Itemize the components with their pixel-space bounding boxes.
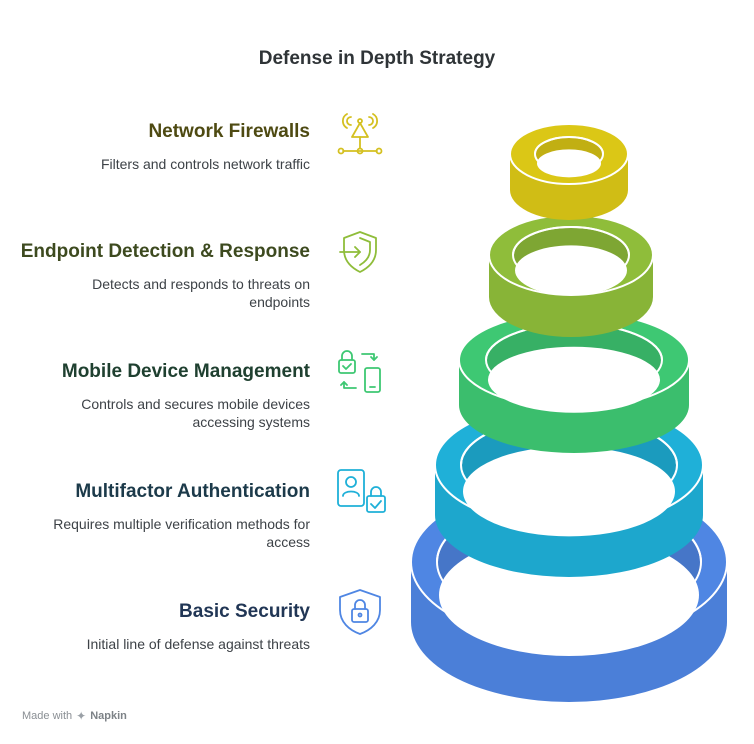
diagram-title: Defense in Depth Strategy [258,48,496,69]
ring-hole-inner [488,346,660,413]
layer-description: Filters and controls network traffic [100,156,310,172]
layer-title: Basic Security [179,601,310,622]
layer-mobile-device-management: Mobile Device Management Controls and se… [0,360,310,431]
made-with-label: Made with [22,710,73,722]
layer-title: Network Firewalls [148,121,310,142]
ring-side [435,465,703,577]
layer-description: Detects and responds to threats on endpo… [92,276,310,310]
layer-description: Controls and secures mobile devices acce… [81,396,310,430]
defense-ring-tower [410,123,728,702]
layer-description: Requires multiple verification methods f… [53,516,310,550]
layer-title: Endpoint Detection & Response [20,241,310,262]
layer-title: Multifactor Authentication [75,481,310,502]
ring-hole-inner [515,245,627,296]
layer-network-firewalls: Network Firewalls Filters and controls n… [0,120,310,173]
layer-basic-security: Basic Security Initial line of defense a… [0,600,310,653]
footer: Made with ✦ Napkin [22,709,127,723]
ring-3 [458,311,690,453]
ring-1 [509,123,629,220]
ring-side [459,360,689,453]
ring-2 [488,214,654,337]
layer-endpoint-detection: Endpoint Detection & Response Detects an… [0,240,310,311]
layer-title: Mobile Device Management [61,361,310,382]
ring-hole-inner [463,446,675,537]
shield-enter-icon [334,226,386,278]
napkin-logo-icon: ✦ [76,709,87,723]
ring-hole-inner [537,149,601,178]
ring-side [510,154,628,220]
ring-side [411,562,727,702]
brand-name: Napkin [90,710,127,722]
shield-lock-icon [334,586,386,638]
layer-multifactor-authentication: Multifactor Authentication Requires mult… [0,480,310,551]
ring-hole-rim [534,136,604,155]
id-card-lock-icon [334,466,386,518]
mobile-lock-sync-icon [334,346,386,398]
network-signal-icon [334,108,386,160]
ring-hole-rim [512,226,630,256]
layer-description: Initial line of defense against threats [86,636,310,652]
